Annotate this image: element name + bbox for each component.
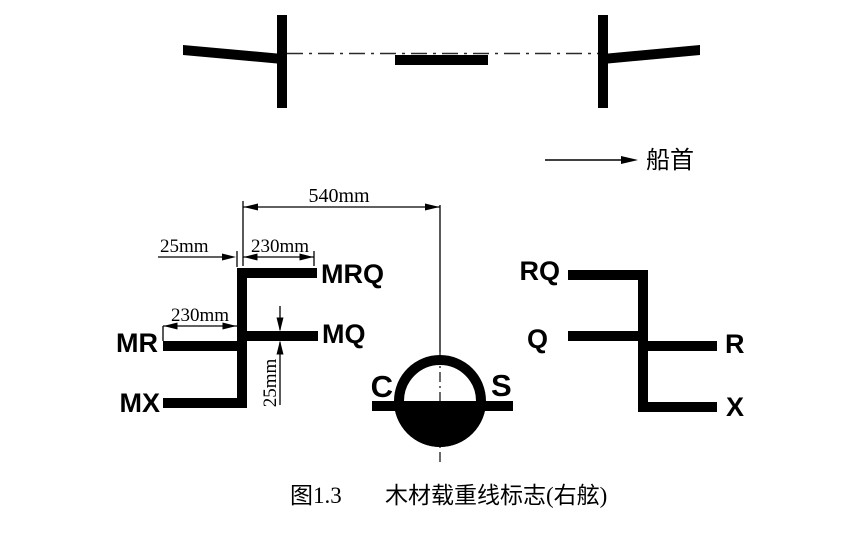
caption-title: 木材载重线标志(右舷)	[385, 483, 607, 508]
dimension-25-thickness: 25mm	[260, 306, 284, 407]
midship-deck-mark	[395, 55, 488, 65]
arrow-right-icon	[425, 203, 440, 211]
stern-deck-line	[183, 45, 277, 64]
dimension-230-top: 230mm	[243, 236, 315, 266]
dimension-25-label: 25mm	[160, 236, 209, 257]
forward-perpendicular-mark	[598, 15, 608, 108]
mr-line	[163, 341, 237, 351]
mq-label: MQ	[322, 319, 366, 349]
mq-line	[237, 331, 318, 341]
r-line	[638, 341, 717, 351]
dimension-230-top-label: 230mm	[251, 236, 309, 257]
arrow-right-icon	[222, 322, 237, 330]
bow-arrow-head-icon	[621, 156, 638, 164]
load-line-disc: C S	[371, 205, 513, 462]
arrow-down-icon	[276, 317, 284, 332]
dimension-25-vert-label: 25mm	[260, 359, 281, 408]
disc-lower-half-fill	[394, 401, 486, 447]
figure-caption: 图1.3 木材载重线标志(右舷)	[290, 483, 607, 508]
arrow-left-icon	[163, 322, 178, 330]
bow-label: 船首	[646, 147, 694, 174]
dimension-230-mid: 230mm	[162, 305, 237, 341]
arrow-left-icon	[243, 203, 258, 211]
dimension-540: 540mm	[242, 185, 440, 266]
timber-marks-left-group: MRQ MQ MR MX	[116, 259, 384, 418]
dimension-540-label: 540mm	[308, 185, 370, 207]
r-label: R	[725, 329, 745, 359]
disc-horizontal-band	[372, 401, 513, 411]
arrow-left-icon	[243, 253, 258, 261]
dimension-230-mid-label: 230mm	[171, 305, 229, 326]
disc-letter-right: S	[491, 368, 512, 403]
mr-label: MR	[116, 328, 158, 358]
mrq-line	[237, 268, 317, 278]
arrow-up-icon	[276, 340, 284, 355]
x-line	[638, 402, 717, 412]
arrow-right-icon	[299, 253, 314, 261]
rq-line	[568, 270, 648, 280]
q-line	[568, 331, 648, 341]
mx-line	[163, 398, 247, 408]
q-label: Q	[527, 324, 548, 354]
mrq-label: MRQ	[321, 259, 384, 289]
caption-number: 图1.3	[290, 483, 342, 508]
rq-label: RQ	[520, 256, 561, 286]
disc-letter-left: C	[371, 369, 393, 404]
timber-marks-right-group: RQ Q R X	[520, 256, 745, 422]
mx-label: MX	[120, 388, 161, 418]
bow-direction: 船首	[545, 147, 694, 174]
dimension-25-stroke: 25mm	[158, 236, 238, 267]
ship-profile	[183, 15, 700, 108]
arrow-right-icon	[222, 253, 236, 261]
bow-deck-line	[608, 45, 700, 64]
x-label: X	[726, 392, 744, 422]
aft-perpendicular-mark	[277, 15, 287, 108]
